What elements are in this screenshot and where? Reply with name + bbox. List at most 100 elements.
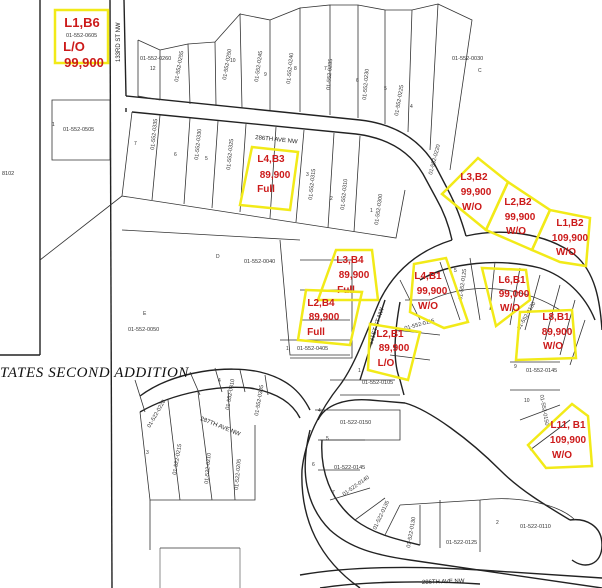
listing-status: W/O (552, 450, 572, 461)
listing-l6-b1[interactable]: L6,B1 99,000 W/O (480, 266, 532, 329)
lot-number: 1 (370, 208, 373, 214)
lot-number: 9 (264, 72, 267, 78)
lot-lines (39, 3, 586, 588)
listing-box (408, 256, 470, 330)
listing-price: 89,900 (309, 312, 340, 323)
listing-l11-b1[interactable]: L11, B1 109,900 W/O (526, 402, 594, 470)
listing-price: 89,900 (339, 270, 370, 281)
parcel-label: 01-522-0205 (234, 459, 243, 491)
listing-status: W/O (418, 301, 438, 312)
listing-price: 89,900 (542, 327, 573, 338)
road-133rd-st-east (123, 0, 127, 97)
lot-number: 5 (454, 268, 457, 274)
listing-l2-b1[interactable]: L2,B1 89,900 L/O (366, 322, 422, 382)
road-cul-de-sac (569, 518, 602, 566)
listing-status: L/O (63, 39, 85, 54)
lot-number: 1 (286, 346, 289, 352)
parcel-label: 01-552-0330 (194, 129, 203, 161)
parcel-label: 01-552-0260 (140, 56, 171, 62)
lot-number: 7 (324, 66, 327, 72)
parcel-label: 01-552-0245 (254, 51, 264, 83)
listing-price: 89,900 (260, 170, 291, 181)
parcel-label: 01-522-0215 (172, 444, 183, 476)
lot-number: 7 (332, 490, 335, 496)
lot-number: 3 (306, 172, 309, 178)
listing-price: 99,900 (461, 187, 492, 198)
listing-lot: L8,B1 (542, 312, 570, 323)
listing-l8-b1[interactable]: L8,B1 89,900 W/O (514, 308, 578, 362)
lot-number: 5 (205, 156, 208, 162)
road-287th-2 (139, 386, 301, 419)
lot-number: 8 (294, 66, 297, 72)
parcel-label: 01-552-0105 (362, 380, 393, 386)
listing-box (53, 8, 110, 65)
listing-status: W/O (500, 303, 520, 314)
listing-l1-b6[interactable]: L1,B6 L/O 99,900 (53, 8, 110, 70)
lot-number: 10 (524, 398, 530, 404)
listing-l2-b2[interactable]: L2,B2 99,900 W/O (484, 180, 552, 252)
listing-status: W/O (556, 247, 576, 258)
listing-box (238, 145, 300, 212)
lot-number: 1 (358, 368, 361, 374)
lot-number: 4 (318, 408, 321, 414)
listing-l1-b2[interactable]: L1,B2 109,900 W/O (530, 208, 592, 268)
parcel-label: 01-522-0145 (334, 465, 365, 471)
listing-status: W/O (462, 202, 482, 213)
listing-box (316, 248, 380, 302)
listing-box (530, 208, 592, 268)
listing-lot: L6,B1 (498, 275, 526, 286)
parcel-label: 01-552-0150 (538, 394, 549, 426)
listing-status: W/O (506, 226, 526, 237)
parcel-label: 01-552-0255 (174, 51, 185, 83)
road-286th-south-2 (319, 581, 481, 588)
road-loop-outer (301, 239, 453, 588)
listing-box (526, 402, 594, 470)
listing-lot: L3,B4 (336, 255, 364, 266)
parcel-label: 01-552-0240 (286, 53, 295, 85)
parcel-label: 01-552-0040 (244, 259, 275, 265)
listing-status: Full (257, 184, 275, 195)
parcel-label: 01-522-0130 (406, 517, 417, 549)
listing-status: L/O (378, 358, 395, 369)
listing-lot: L2,B2 (504, 197, 532, 208)
lot-number: 6 (174, 152, 177, 158)
road-loop-inner (394, 301, 405, 396)
listing-price: 109,900 (552, 233, 589, 244)
lot-number: D (216, 254, 220, 260)
parcel-label: 01-552-0145 (526, 368, 557, 374)
listing-l3-b2[interactable]: L3,B2 99,900 W/O (440, 156, 510, 232)
listing-status: W/O (543, 341, 563, 352)
listing-l4-b1[interactable]: L4,B1 99,900 W/O (408, 256, 470, 330)
subdivision-label: TATES SECOND ADDITION (0, 365, 189, 381)
listing-box (514, 308, 578, 362)
lot-number: 1 (52, 122, 55, 128)
listing-price: 109,900 (550, 435, 587, 446)
listing-l4-b3[interactable]: L4,B3 89,900 Full (238, 145, 300, 212)
parcel-label: 01-552-0230 (362, 69, 371, 101)
parcel-label: 8102 (2, 171, 14, 177)
street-287th: 287TH AVE NW (199, 416, 241, 438)
parcel-label: 01-552-0605 (66, 33, 97, 39)
listing-lot: L4,B3 (257, 154, 285, 165)
lot-number: 10 (230, 58, 236, 64)
listing-lot: L1,B2 (556, 218, 584, 229)
parcel-label: 01-522-0125 (446, 540, 477, 546)
road-131st-inner (359, 299, 386, 381)
parcel-label: 01-552-0335 (150, 119, 159, 151)
listing-price: 99,000 (499, 289, 530, 300)
lot-number: 9 (514, 364, 517, 370)
listing-lot: L2,B4 (307, 298, 335, 309)
road-loop-outer-2 (465, 231, 602, 331)
listing-lot: L11, B1 (550, 420, 585, 431)
street-286th-north: 286TH AVE NW (255, 135, 298, 145)
listing-box (296, 288, 364, 347)
parcel-label: 01-552-0315 (308, 169, 317, 201)
road-south-inner (404, 402, 571, 521)
road-south-inner-2 (321, 439, 421, 546)
listing-l2-b4[interactable]: L2,B4 89,900 Full (296, 288, 364, 347)
lot-number: C (478, 68, 482, 74)
parcel-label: 01-552-0505 (63, 127, 94, 133)
parcel-label: 01-552-0225 (394, 85, 405, 117)
